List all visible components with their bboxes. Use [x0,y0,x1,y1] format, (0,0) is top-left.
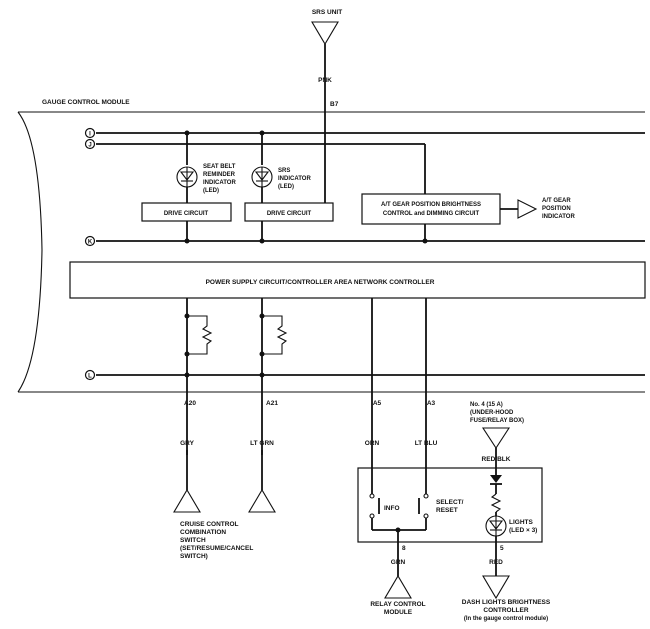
drive-circuit-label-2: DRIVE CIRCUIT [267,211,312,217]
seatbelt-label-3: INDICATOR [203,180,236,186]
pin-a5-label: A5 [373,400,382,407]
pin-a20-label: A20 [184,400,196,407]
srs-pin: B7 [330,101,339,108]
bus-i-label: I [89,132,91,138]
bus-j-label: J [88,143,91,149]
info-switch-label: INFO [384,505,400,512]
relay-connector-icon [384,574,412,599]
led-pin-label: 5 [500,545,504,552]
lights-label-2: (LED × 3) [509,527,537,534]
fuse-wire-label: RED/BLK [482,456,511,463]
fuse-label-2: (UNDER-HOOD [470,410,514,416]
at-gear-indicator-label-2: POSITION [542,206,571,212]
srs-wire-color: PNK [318,77,332,84]
resistor-icon [490,493,502,513]
relay-pin-label: 8 [402,545,406,552]
seatbelt-label-4: (LED) [203,188,219,194]
cruise-label-1: CRUISE CONTROL [180,521,239,528]
junction-dot [184,372,190,378]
cruise-label-2: COMBINATION [180,529,226,536]
srs-led-icon [251,166,273,188]
relay-label-2: MODULE [384,609,413,616]
wire-ltblu-label: LT BLU [415,440,438,447]
power-supply-box [69,261,646,299]
junction-dot [259,351,265,357]
wire-ltgrn-label: LT GRN [250,440,274,447]
bus-l-marker [84,369,96,381]
pin-a21-label: A21 [266,400,278,407]
bus-i-marker [84,127,96,139]
wire-gry-label: GRY [180,440,195,447]
at-gear-indicator-label-1: A/T GEAR [542,198,571,204]
resistor-icon [187,315,213,355]
fuse-label-3: FUSE/RELAY BOX) [470,418,524,424]
bus-k-label: K [88,240,93,246]
dash-connector-icon [482,575,510,600]
at-gear-circuit-label-1: A/T GEAR POSITION BRIGHTNESS [381,202,481,208]
srs-indicator-label-1: SRS [278,168,290,174]
srs-unit-connector-icon [311,21,339,46]
power-supply-label: POWER SUPPLY CIRCUIT/CONTROLLER AREA NET… [206,279,435,286]
junction-dot [184,351,190,357]
drive-circuit-label-1: DRIVE CIRCUIT [164,211,209,217]
select-switch-label-1: SELECT/ [436,499,464,506]
srs-unit-label: SRS UNIT [312,9,342,16]
cruise-label-5: SWITCH) [180,553,208,560]
module-left-border [17,111,43,393]
at-gear-indicator-label-3: INDICATOR [542,214,575,220]
srs-indicator-label-3: (LED) [278,184,294,190]
bus-j-marker [84,138,96,150]
pin-a3-label: A3 [427,400,436,407]
cruise-connector-icon-2 [248,488,276,513]
dash-label-2: CONTROLLER [483,607,528,614]
seatbelt-label-1: SEAT BELT [203,164,236,170]
at-gear-indicator-arrow-icon [517,199,538,219]
info-switch-icon [369,468,380,530]
cruise-label-3: SWITCH [180,537,206,544]
relay-label-1: RELAY CONTROL [370,601,425,608]
drive-circuit-box-2 [244,202,334,222]
dash-label-3: (In the gauge control module) [464,616,548,622]
junction-dot [184,238,190,244]
wire-orn-label: ORN [365,440,380,447]
fuse-connector-icon [481,427,511,450]
junction-dot [259,372,265,378]
at-gear-circuit-label-2: CONTROL and DIMMING CIRCUIT [383,211,480,217]
cruise-connector-icon-1 [173,488,201,513]
junction-dot [259,238,265,244]
seatbelt-led-icon [176,166,198,188]
fuse-label-1: No. 4 (15 A) [470,402,503,408]
bus-l-label: L [88,374,92,380]
srs-indicator-label-2: INDICATOR [278,176,311,182]
junction-dot [422,238,428,244]
dash-label-1: DASH LIGHTS BRIGHTNESS [462,599,551,606]
led-wire-label: RED [489,559,503,566]
bus-k-marker [84,235,96,247]
select-reset-switch-icon [418,468,429,530]
select-switch-label-2: RESET [436,507,458,514]
seatbelt-label-2: REMINDER [203,172,236,178]
relay-wire-label: GRN [391,559,406,566]
cruise-label-4: (SET/RESUME/CANCEL [180,545,253,552]
module-title: GAUGE CONTROL MODULE [42,99,130,106]
lights-label-1: LIGHTS [509,519,533,526]
at-gear-circuit-box [361,193,501,225]
resistor-icon [262,315,288,355]
